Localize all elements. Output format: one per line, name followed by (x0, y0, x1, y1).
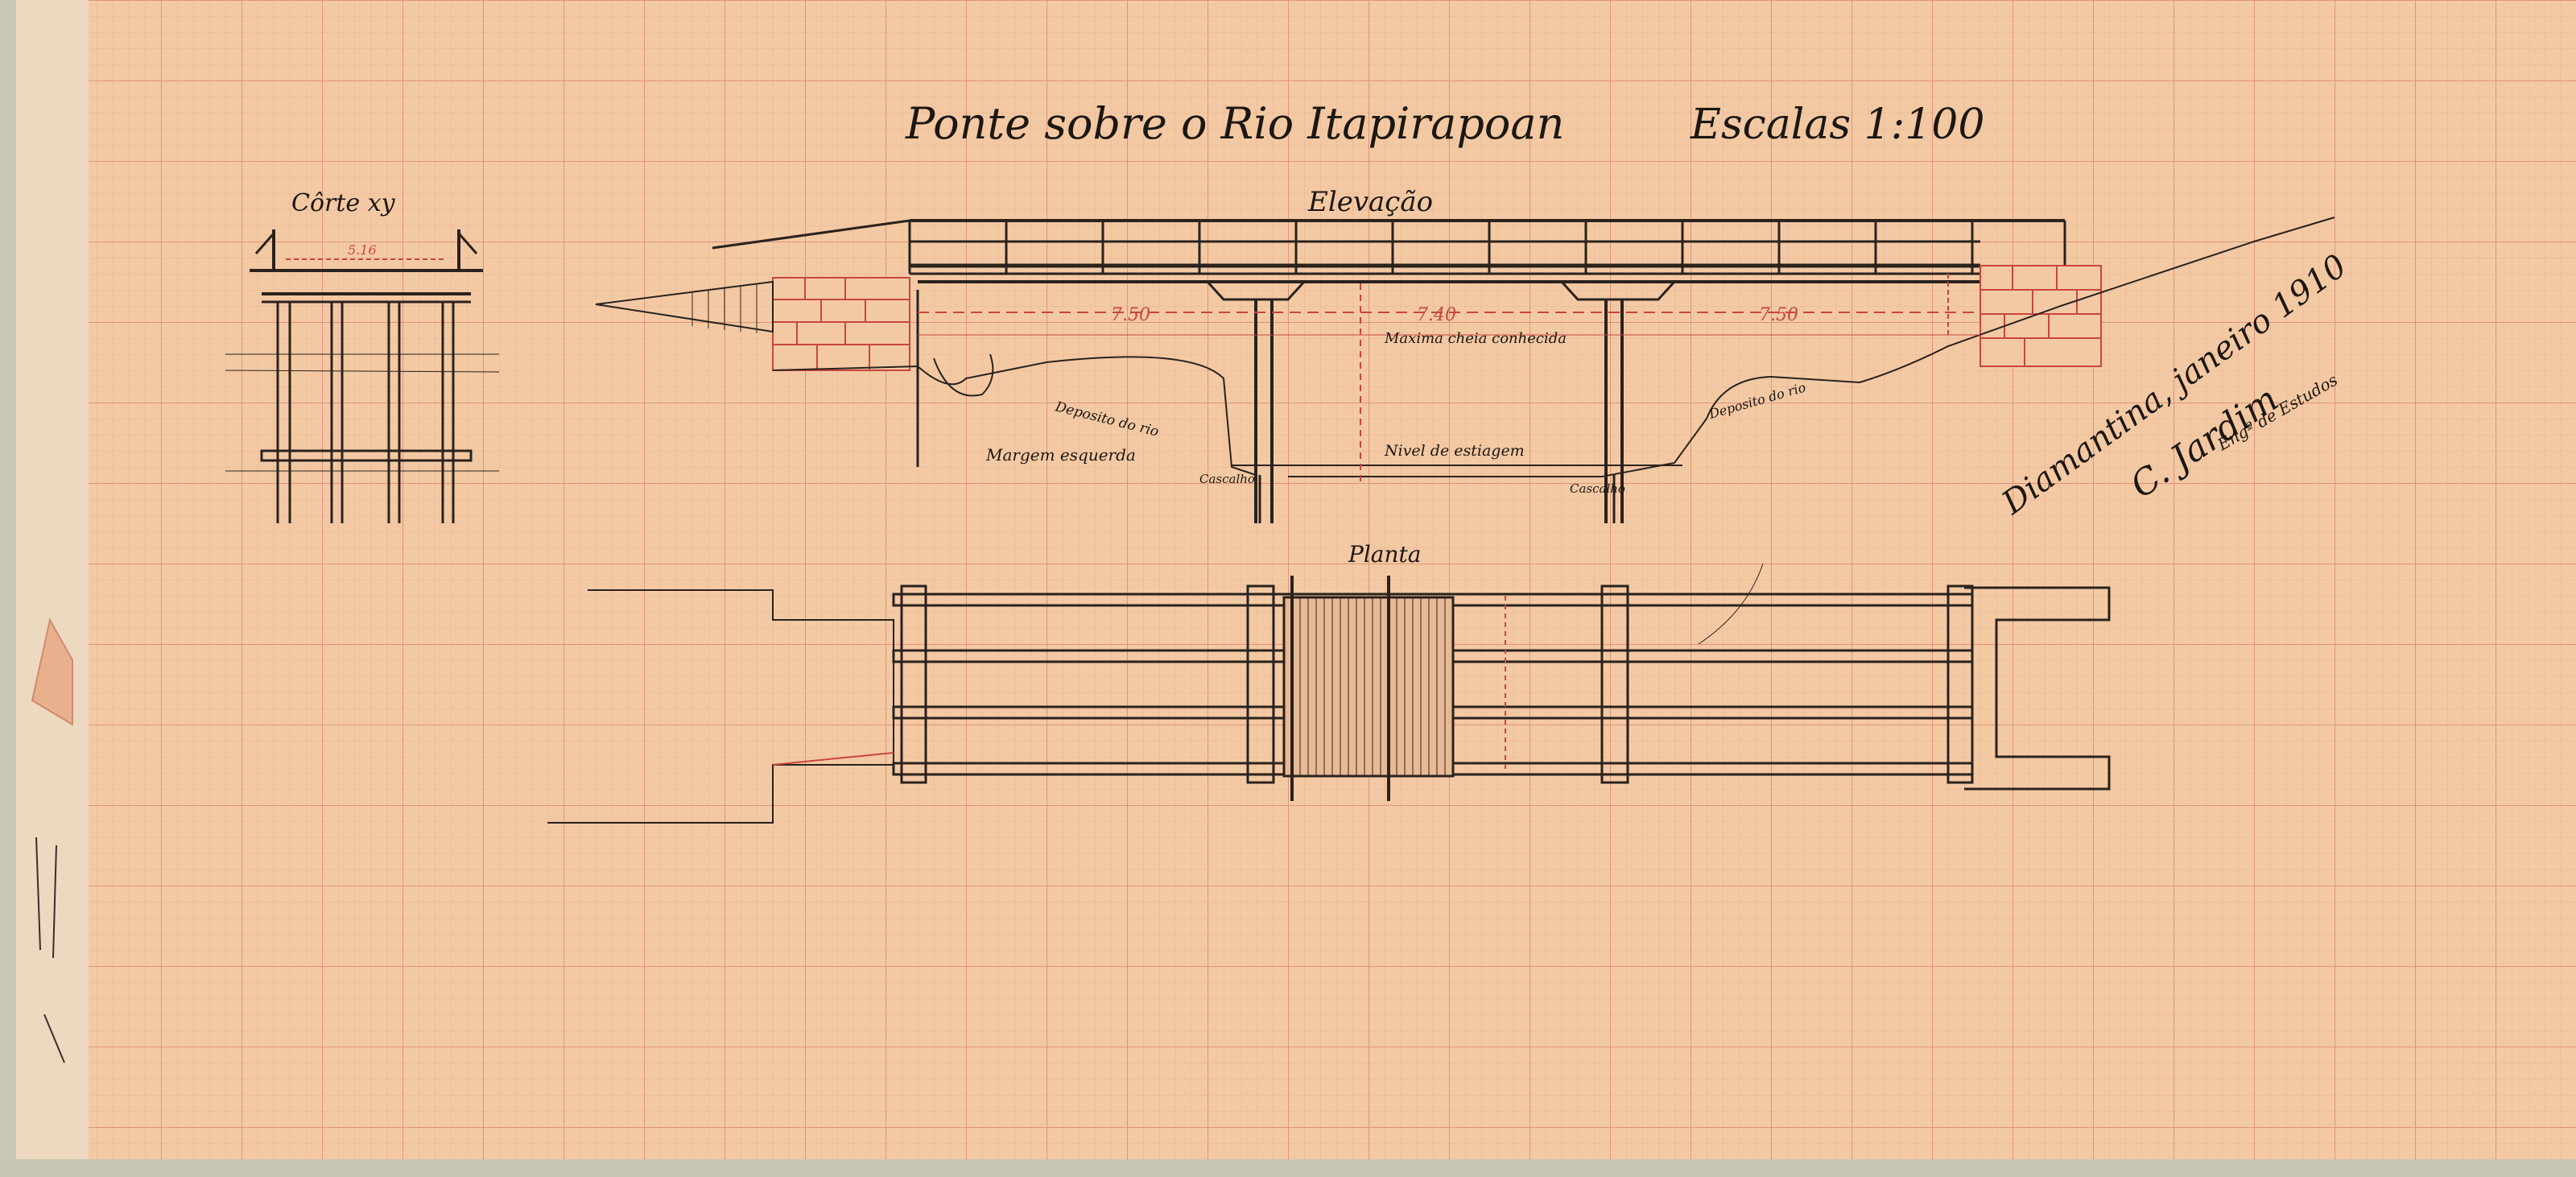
drawing-title: Ponte sobre o Rio Itapirapoan (905, 98, 1564, 149)
elevation-view: 7.50 7.40 7.50 Maxima cheia conhecida Ni… (595, 217, 2335, 523)
binding-tab-mark (31, 617, 73, 726)
graph-grid (89, 0, 2576, 1159)
plan-view (547, 563, 2111, 824)
span-left-dim: 7.50 (1111, 305, 1150, 325)
elevation-label: Elevação (1307, 186, 1433, 218)
drawing-scale: Escalas 1:100 (1690, 101, 1984, 149)
low-water-annotation: Nivel de estiagem (1384, 442, 1525, 460)
gravel-left-annotation: Cascalho (1199, 472, 1255, 486)
gravel-right-annotation: Cascalho (1570, 481, 1625, 496)
span-right-dim: 7.50 (1759, 305, 1798, 325)
binding-stains (35, 836, 65, 1063)
section-label: Côrte xy (291, 189, 396, 217)
max-flood-annotation: Maxima cheia conhecida (1384, 330, 1567, 347)
left-binding-strip (16, 0, 89, 1159)
bottom-edge (0, 1159, 2576, 1177)
left-bank-annotation: Margem esquerda (985, 445, 1136, 465)
section-width-dim: 5.16 (348, 242, 377, 258)
span-center-dim: 7.40 (1417, 305, 1456, 325)
cross-section-view: 5.16 (225, 229, 500, 523)
plan-label: Planta (1348, 541, 1421, 568)
